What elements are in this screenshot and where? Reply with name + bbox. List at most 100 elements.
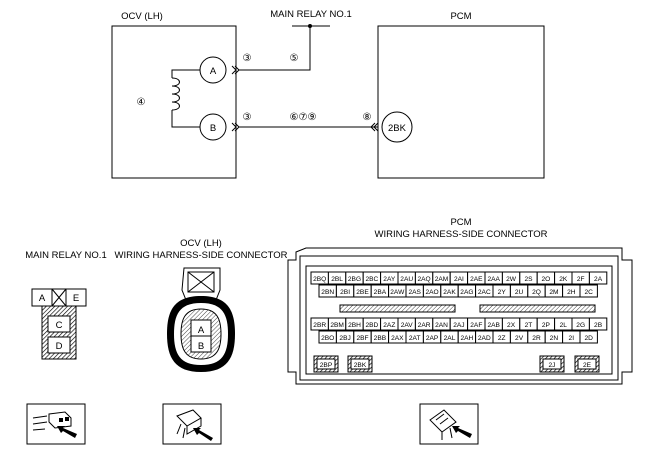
svg-text:B: B — [198, 341, 204, 352]
pcm-lower-pin-label: 2BP — [320, 362, 333, 369]
coil-icon — [171, 69, 200, 128]
pcm-pin-label: 2V — [515, 335, 524, 342]
pcm-pin-label: 2X — [507, 322, 516, 329]
connector-view-icon — [26, 403, 86, 445]
svg-text:B: B — [210, 123, 216, 134]
svg-text:A: A — [198, 325, 205, 336]
pcm-pin-label: 2BL — [331, 276, 343, 283]
pcm-pin-label: 2BB — [374, 335, 387, 342]
terminal-a — [199, 56, 227, 84]
svg-text:E: E — [73, 293, 79, 304]
ocv-connector-title2: WIRING HARNESS-SIDE CONNECTOR — [115, 250, 288, 261]
pcm-pin-label: 2A — [594, 276, 603, 283]
pcm-pin-label: 2AG — [460, 289, 473, 296]
pcm-box — [377, 25, 545, 179]
pcm-pin-label: 2AA — [487, 276, 500, 283]
pcm-pin-label: 2N — [550, 335, 559, 342]
pcm-connector-title1: PCM — [450, 217, 471, 228]
pcm-pin-label: 2B — [594, 322, 603, 329]
pcm-slot — [479, 304, 596, 313]
pcm-pin-label: 2AM — [435, 276, 449, 283]
pcm-pin-label: 2Z — [498, 335, 506, 342]
pcm-pin-label: 2O — [542, 276, 551, 283]
mark-relay: ⑤ — [290, 53, 299, 64]
pcm-pin-label: 2AQ — [417, 276, 430, 283]
junction-dot — [308, 24, 312, 28]
pcm-pin-label: 2AK — [443, 289, 456, 296]
main-relay-connector-title: MAIN RELAY NO.1 — [25, 250, 106, 261]
svg-text:D: D — [56, 341, 63, 352]
pcm-pin-label: 2AD — [478, 335, 491, 342]
terminal-2bk — [381, 111, 413, 143]
connector-view-icon — [162, 403, 222, 445]
pcm-pin-label: 2BJ — [339, 335, 350, 342]
pcm-pin — [579, 330, 598, 344]
pcm-pin-label: 2AH — [460, 335, 473, 342]
pcm-pin-label: 2AI — [454, 276, 464, 283]
pcm-pin-label: 2BQ — [313, 276, 326, 283]
connector-mark-icon — [231, 122, 240, 132]
pcm-pin-label: 2AY — [383, 276, 396, 283]
connector-mark-icon — [370, 122, 379, 132]
pcm-pin-label: 2H — [567, 289, 576, 296]
svg-text:C: C — [56, 320, 63, 331]
pcm-pin-label: 2Q — [532, 289, 541, 296]
pcm-pin-label: 2AJ — [453, 322, 464, 329]
pcm-pin-label: 2BG — [348, 276, 361, 283]
pcm-pin-label: 2P — [542, 322, 551, 329]
pcm-pin-label: 2BI — [340, 289, 350, 296]
pcm-slot — [339, 304, 456, 313]
pcm-pin-label: 2BE — [356, 289, 369, 296]
pcm-pin-label: 2AB — [487, 322, 500, 329]
pcm-pin-label: 2I — [569, 335, 575, 342]
pcm-pin-label: 2AV — [401, 322, 414, 329]
mark-a: ③ — [243, 53, 252, 64]
pcm-pin-label: 2BO — [321, 335, 334, 342]
pcm-pin-label: 2AE — [470, 276, 483, 283]
pcm-pin-label: 2AN — [435, 322, 448, 329]
pcm-pin-label: 2K — [559, 276, 568, 283]
mark-coil: ④ — [137, 97, 146, 108]
pcm-label: PCM — [450, 11, 471, 22]
ocv-label: OCV (LH) — [121, 11, 163, 22]
pcm-pin-label: 2Y — [498, 289, 507, 296]
pcm-pin-label: 2U — [515, 289, 524, 296]
pcm-pin-label: 2W — [506, 276, 517, 283]
pcm-pin-label: 2AF — [470, 322, 482, 329]
pcm-lower-pin-label: 2BK — [354, 362, 367, 369]
pcm-connector-title2: WIRING HARNESS-SIDE CONNECTOR — [375, 229, 548, 240]
pcm-pin-label: 2G — [576, 322, 585, 329]
pcm-pin-label: 2F — [577, 276, 585, 283]
main-relay-connector: A E C D — [31, 288, 87, 360]
pcm-pin-label: 2T — [525, 322, 533, 329]
svg-text:2BK: 2BK — [388, 123, 407, 134]
svg-text:A: A — [39, 293, 46, 304]
ocv-box — [111, 25, 237, 179]
pcm-pin-label: 2M — [549, 289, 558, 296]
pcm-pin-label: 2AZ — [383, 322, 395, 329]
pcm-pin-label: 2BH — [348, 322, 361, 329]
connector-mark-icon — [231, 65, 240, 75]
pcm-pin — [588, 317, 608, 331]
pcm-pin-label: 2R — [532, 335, 541, 342]
pcm-pin-label: 2AO — [425, 289, 438, 296]
terminal-b — [199, 113, 227, 141]
pcm-lower-pin-label: 2J — [549, 362, 556, 369]
pcm-pin-label: 2AR — [418, 322, 431, 329]
ocv-connector-title1: OCV (LH) — [180, 238, 222, 249]
pcm-lower-pin-label: 2E — [583, 362, 592, 369]
pcm-pin-label: 2BN — [321, 289, 334, 296]
pcm-pin-label: 2D — [584, 335, 593, 342]
pcm-pin-label: 2BR — [313, 322, 326, 329]
pcm-pin-label: 2BF — [356, 335, 368, 342]
pcm-pin-label: 2C — [584, 289, 593, 296]
pcm-pin-label: 2BA — [374, 289, 387, 296]
pcm-pin-label: 2BC — [365, 276, 378, 283]
ocv-connector: A B — [167, 267, 235, 372]
mark-pcm: ⑧ — [363, 112, 372, 123]
wire-a — [239, 26, 311, 71]
pcm-pin — [588, 271, 608, 285]
pcm-pin-label: 2AW — [390, 289, 405, 296]
